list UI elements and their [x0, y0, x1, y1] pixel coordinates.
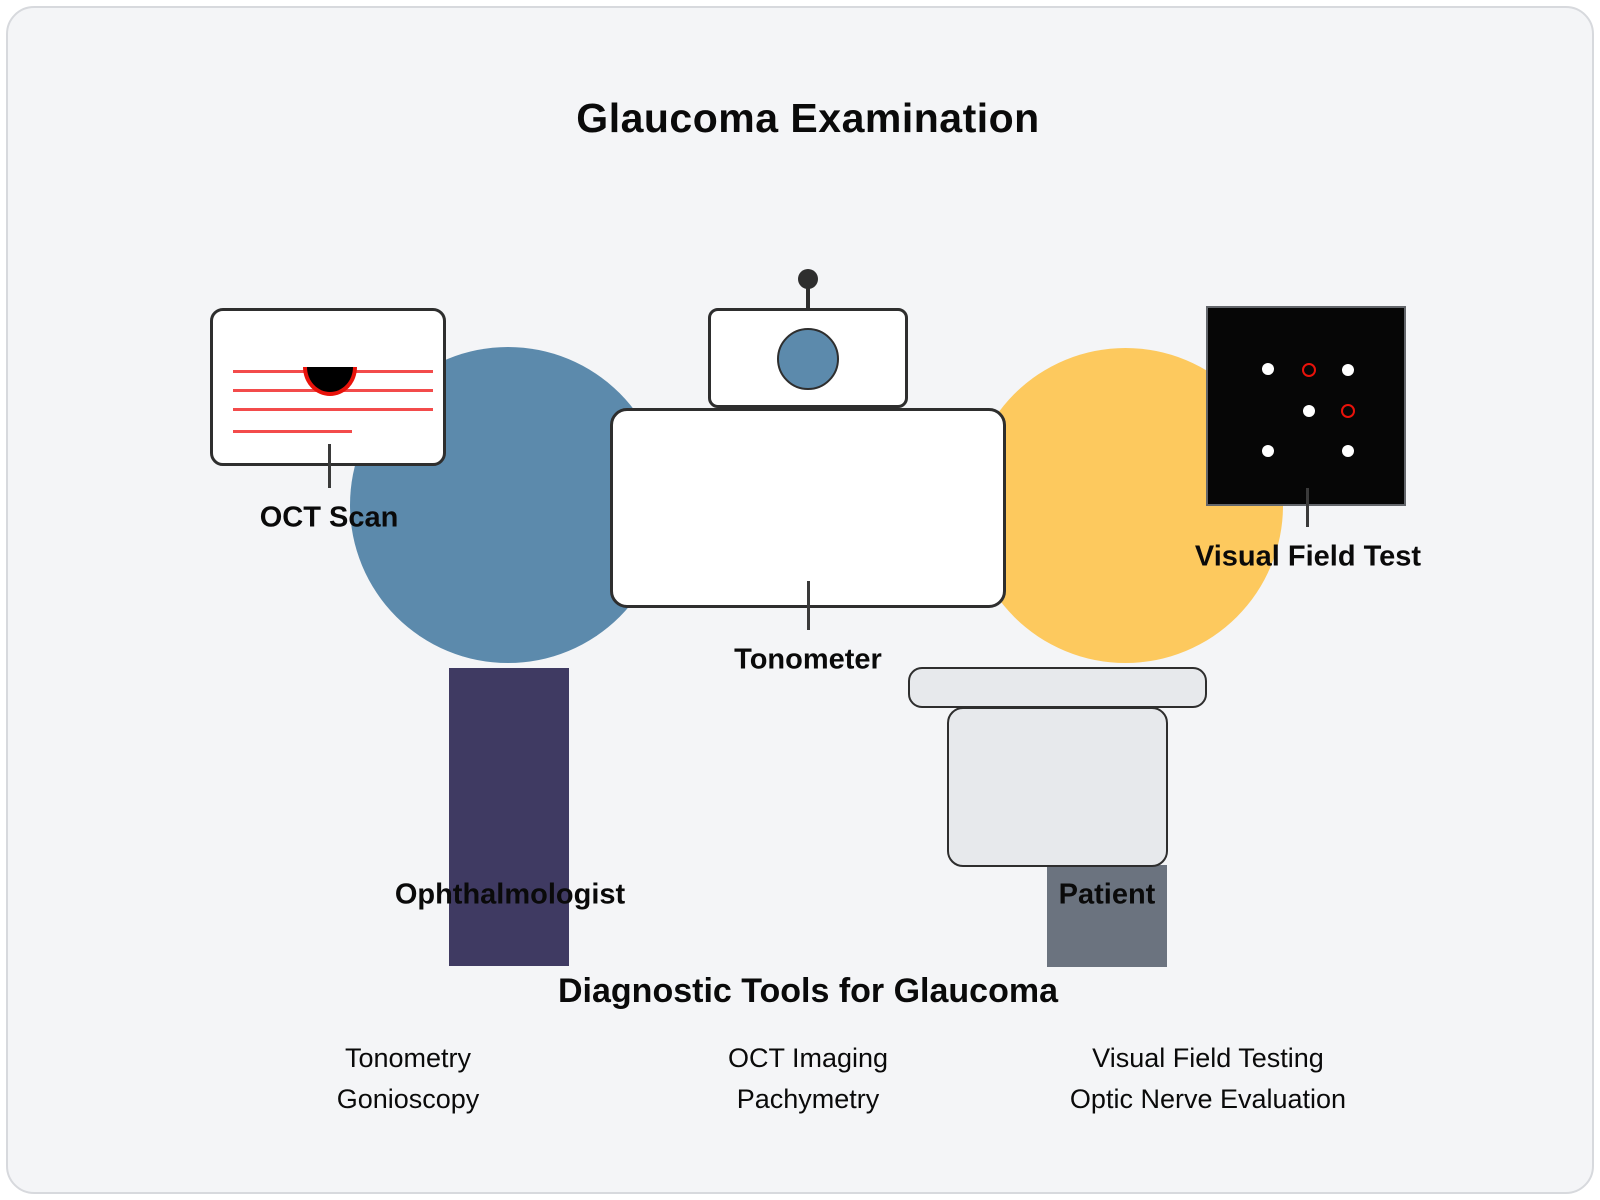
vf-stimulus-dot — [1342, 364, 1354, 376]
tonometer-base-unit — [610, 408, 1006, 608]
ophthalmologist-body — [449, 668, 569, 966]
tonometer-antenna-dot — [798, 269, 818, 289]
visual-field-callout-line — [1306, 488, 1309, 527]
vf-missed-point-ring — [1341, 404, 1355, 418]
footer-column-visual-field: Visual Field Testing Optic Nerve Evaluat… — [988, 1038, 1428, 1120]
oct-scan-card — [210, 308, 446, 466]
patient-label: Patient — [1058, 878, 1156, 911]
tonometer-callout-line — [807, 581, 810, 630]
visual-field-label: Visual Field Test — [1194, 540, 1422, 573]
diagram-canvas: Glaucoma Examination OCT Scan Tonometer … — [6, 6, 1594, 1194]
optic-cup-icon — [303, 367, 357, 396]
tonometer-lens-icon — [777, 328, 839, 390]
patient-body — [1047, 865, 1167, 967]
footer-item: Pachymetry — [736, 1084, 880, 1114]
footer-item: Visual Field Testing — [1092, 1043, 1324, 1073]
footer-item: OCT Imaging — [727, 1043, 889, 1073]
patient-torso — [947, 707, 1168, 867]
oct-scan-trace-line — [233, 430, 352, 433]
page-title: Glaucoma Examination — [576, 95, 1040, 142]
oct-scan-label: OCT Scan — [259, 501, 399, 534]
footer-column-oct: OCT Imaging Pachymetry — [588, 1038, 1028, 1120]
ophthalmologist-label: Ophthalmologist — [394, 878, 626, 911]
vf-stimulus-dot — [1342, 445, 1354, 457]
vf-stimulus-dot — [1262, 363, 1274, 375]
vf-stimulus-dot — [1262, 445, 1274, 457]
footer-item: Optic Nerve Evaluation — [1069, 1084, 1347, 1114]
oct-scan-callout-line — [328, 444, 331, 488]
chinrest-bar — [908, 667, 1207, 708]
oct-scan-trace-line — [233, 408, 433, 411]
vf-stimulus-dot — [1303, 405, 1315, 417]
visual-field-panel — [1206, 306, 1406, 506]
footer-item: Gonioscopy — [336, 1084, 480, 1114]
footer-title: Diagnostic Tools for Glaucoma — [558, 972, 1058, 1010]
footer-item: Tonometry — [344, 1043, 472, 1073]
vf-missed-point-ring — [1302, 363, 1316, 377]
tonometer-head-unit — [708, 308, 908, 408]
tonometer-label: Tonometer — [734, 643, 882, 676]
footer-column-tonometry: Tonometry Gonioscopy — [188, 1038, 628, 1120]
